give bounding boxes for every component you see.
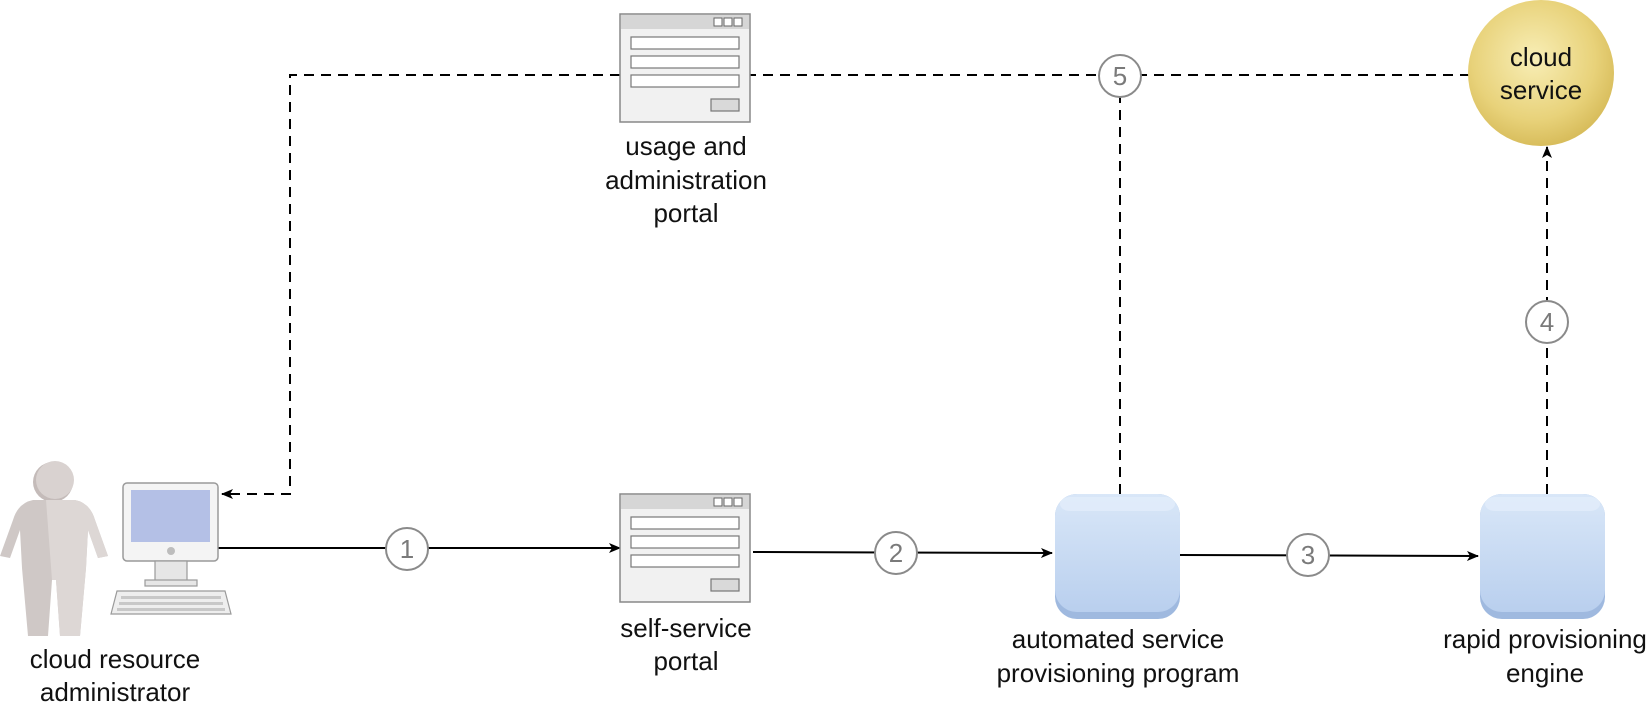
rapid-engine-label-line1: rapid provisioning xyxy=(1443,624,1647,654)
usage-portal-label: usage and administration portal xyxy=(605,131,767,228)
cloud-service-label-line1: cloud xyxy=(1510,42,1572,72)
rapid-engine-label-line2: engine xyxy=(1506,658,1584,688)
self-service-label-line1: self-service xyxy=(620,613,751,643)
step-number-5: 5 xyxy=(1113,61,1127,91)
step-number-2: 2 xyxy=(889,538,903,568)
computer-icon xyxy=(110,482,232,615)
usage-portal-window xyxy=(619,13,751,123)
rapid-engine-box xyxy=(1480,494,1605,619)
automated-program-label-line1: automated service xyxy=(1012,624,1224,654)
step-marker-5: 5 xyxy=(1098,54,1142,98)
step-number-4: 4 xyxy=(1540,307,1554,337)
connector-top-return xyxy=(221,74,1470,499)
step-number-3: 3 xyxy=(1301,540,1315,570)
administrator-label-line2: administrator xyxy=(40,677,191,703)
usage-portal-label-line2: administration xyxy=(605,165,767,195)
cloud-service-circle: cloud service xyxy=(1468,0,1614,146)
administrator-person-icon xyxy=(0,461,108,636)
step-marker-1: 1 xyxy=(385,527,429,571)
cloud-service-label-line2: service xyxy=(1500,75,1582,105)
step-marker-2: 2 xyxy=(874,531,918,575)
self-service-portal-window xyxy=(619,493,751,603)
usage-portal-label-line1: usage and xyxy=(625,131,746,161)
administrator-label-line1: cloud resource xyxy=(30,644,201,674)
automated-program-box xyxy=(1055,494,1180,619)
rapid-engine-label: rapid provisioning engine xyxy=(1443,624,1647,688)
usage-portal-label-line3: portal xyxy=(653,198,718,228)
administrator-label: cloud resource administrator xyxy=(30,644,201,703)
step-marker-3: 3 xyxy=(1286,533,1330,577)
step-marker-4: 4 xyxy=(1525,300,1569,344)
automated-program-label-line2: provisioning program xyxy=(997,658,1240,688)
self-service-portal-label: self-service portal xyxy=(620,613,751,676)
automated-program-label: automated service provisioning program xyxy=(997,624,1240,688)
self-service-label-line2: portal xyxy=(653,646,718,676)
step-number-1: 1 xyxy=(400,534,414,564)
